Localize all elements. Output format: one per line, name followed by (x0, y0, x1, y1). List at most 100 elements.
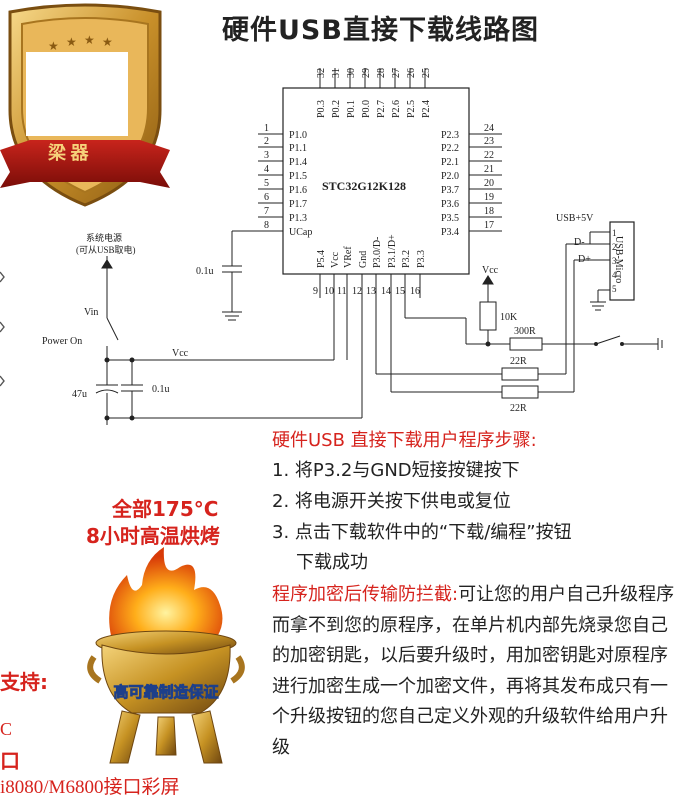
encryption-body: 可让您的用户自己升级程序而拿不到您的原程序，在单片机内部先烧录您自己的加密钥匙，… (272, 584, 675, 758)
pin-number: 17 (484, 220, 494, 231)
power-note-2: (可从USB取电) (76, 244, 136, 255)
pin-number: 19 (484, 192, 494, 203)
pin-label: P2.1 (441, 157, 459, 168)
pin-number: 21 (484, 164, 494, 175)
pin-label: VRef (343, 246, 354, 268)
usb-micro-connector (609, 221, 635, 301)
pin-label: P3.3 (416, 250, 427, 268)
badge-text: 梁 器 (47, 142, 89, 163)
pin-number: 7 (264, 206, 269, 217)
pin-label: Gnd (358, 251, 369, 268)
left-pin-labels: P1.0 P1.1 P1.4 P1.5 P1.6 P1.7 P1.3 UCap (289, 130, 312, 238)
pin-number: 20 (484, 178, 494, 189)
pin-label: Vcc (330, 251, 341, 268)
instructions-heading: 硬件USB 直接下载用户程序步骤: (272, 430, 537, 451)
vcc-label-left: Vcc (172, 348, 189, 359)
pin-label: P0.2 (331, 100, 342, 118)
top-pin-labels: P0.3 P0.2 P0.1 P0.0 P2.7 P2.6 P2.5 P2.4 (316, 100, 432, 118)
pin-label: P5.4 (316, 250, 327, 268)
pin-label: P0.1 (346, 100, 357, 118)
pin-label: P2.3 (441, 130, 459, 141)
bake-line-2: 8小时高温烘烤 (86, 524, 220, 548)
pin-label: P1.1 (289, 143, 307, 154)
r300-label: 300R (514, 326, 536, 337)
instruction-step-1: 1. 将P3.2与GND短接按键按下 (272, 460, 520, 481)
cap-47u-label: 47u (72, 389, 87, 400)
pin-number: 25 (421, 68, 432, 78)
pin-number: 15 (395, 286, 405, 297)
usb-5v-label: USB+5V (556, 213, 594, 224)
pin-label: P2.5 (406, 100, 417, 118)
pin-label: P2.2 (441, 143, 459, 154)
pin-number: 9 (313, 286, 318, 297)
usb-pin: 3 (612, 256, 617, 266)
pin-label: UCap (289, 227, 312, 238)
pin-number: 11 (337, 286, 347, 297)
pin-label: P3.0/D- (372, 237, 383, 268)
fire-icon (109, 547, 223, 641)
pin-label: P3.2 (401, 250, 412, 268)
pin-number: 32 (316, 68, 327, 78)
svg-text:★: ★ (84, 33, 95, 47)
pin-number: 14 (381, 286, 391, 297)
usb-dplus-label: D+ (578, 254, 591, 265)
page-title: 硬件USB直接下载线路图 (222, 15, 539, 46)
pin-number: 26 (406, 68, 417, 78)
svg-text:★: ★ (102, 35, 113, 49)
vcc-label-right: Vcc (482, 265, 499, 276)
pin-label: P1.6 (289, 185, 307, 196)
pin-number: 22 (484, 150, 494, 161)
pin-label: P2.7 (376, 100, 387, 118)
pin-label: P2.0 (441, 171, 459, 182)
pin-number: 31 (331, 68, 342, 78)
left-kou-char: 口 (0, 749, 20, 773)
r10k-label: 10K (500, 312, 518, 323)
left-pin-numbers: 1 2 3 4 5 6 7 8 (264, 123, 269, 231)
bottom-pin-labels: P5.4 Vcc VRef Gnd P3.0/D- P3.1/D+ P3.2 P… (316, 234, 427, 268)
vin-label: Vin (84, 307, 98, 318)
shield-badge: ★ ★ ★ ★ 梁 器 (0, 3, 170, 207)
pin-number: 23 (484, 136, 494, 147)
r22-label-a: 22R (510, 356, 527, 367)
pin-label: P3.1/D+ (387, 234, 398, 268)
pin-number: 24 (484, 123, 494, 134)
pin-label: P3.7 (441, 185, 459, 196)
censer-fire-image: 高可靠制造保证 (87, 547, 245, 764)
svg-text:★: ★ (48, 39, 59, 53)
pin-number: 10 (324, 286, 334, 297)
pin-label: P3.4 (441, 227, 459, 238)
cap-01u-label: 0.1u (152, 384, 170, 395)
pin-number: 5 (264, 178, 269, 189)
bake-line-1: 全部175°C (112, 497, 219, 521)
instruction-step-2: 2. 将电源开关按下供电或复位 (272, 491, 511, 512)
usb-dminus-label: D- (574, 237, 585, 248)
encryption-lead: 程序加密后传输防拦截: (272, 584, 459, 605)
pin-number: 27 (391, 68, 402, 78)
right-pin-labels: P2.3 P2.2 P2.1 P2.0 P3.7 P3.6 P3.5 P3.4 (441, 130, 459, 238)
pin-number: 2 (264, 136, 269, 147)
pin-number: 30 (346, 68, 357, 78)
usb-label: USB-Micro (613, 236, 624, 283)
pin-number: 29 (361, 68, 372, 78)
power-note-1: 系统电源 (86, 232, 122, 243)
pin-number: 8 (264, 220, 269, 231)
pin-number: 18 (484, 206, 494, 217)
pin-label: P1.3 (289, 213, 307, 224)
left-c-char: C (0, 719, 13, 739)
interface-note: i8080/M6800接口彩屏 (0, 777, 180, 798)
svg-text:★: ★ (66, 35, 77, 49)
usb-pin: 2 (612, 242, 617, 252)
pin-number: 1 (264, 123, 269, 134)
pin-number: 3 (264, 150, 269, 161)
pin-label: P1.4 (289, 157, 307, 168)
r22-label-b: 22R (510, 403, 527, 414)
pin-label: P0.3 (316, 100, 327, 118)
chip-name: STC32G12K128 (322, 179, 406, 193)
usb-pin: 1 (612, 228, 617, 238)
ucap-capacitor-label: 0.1u (196, 266, 214, 277)
pin-label: P1.7 (289, 199, 307, 210)
usb-download-schematic: STC32G12K128 32 31 30 29 28 27 26 25 P0.… (0, 68, 663, 425)
pin-label: P1.0 (289, 130, 307, 141)
bottom-pin-numbers: 9 10 11 12 13 14 15 16 (313, 286, 420, 297)
pin-number: 12 (352, 286, 362, 297)
